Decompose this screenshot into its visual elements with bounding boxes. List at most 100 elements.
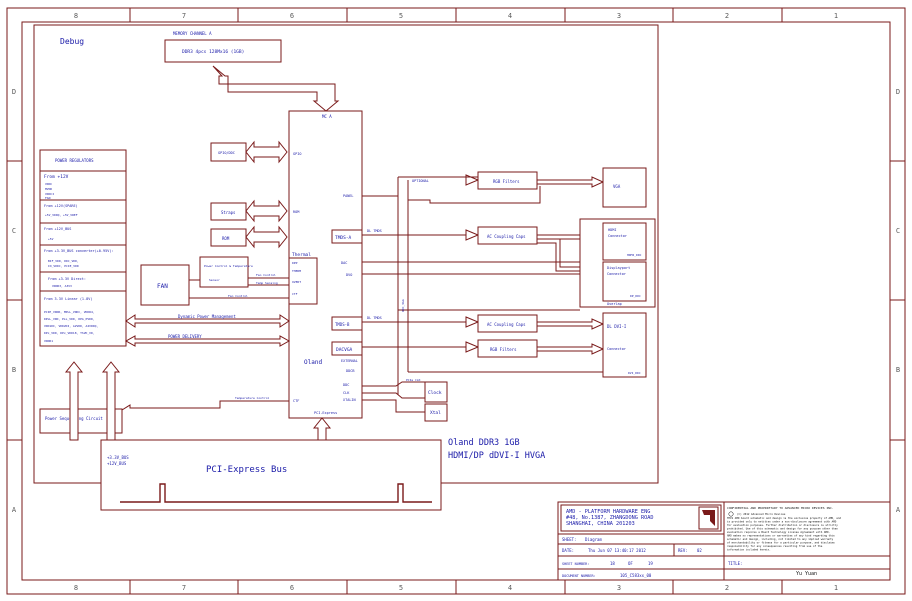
displayport-sub-label: Connector <box>607 272 626 276</box>
sheet-total-value: 19 <box>648 561 653 566</box>
thermal-pin-dpp: DPP <box>292 261 298 265</box>
dynamic-pm-arrow <box>125 314 290 328</box>
board-name: Oland DDR3 1GB <box>448 438 520 448</box>
gpu-pin-dvo: DVO <box>346 273 352 277</box>
thermal-pin-ctf: CTF <box>292 292 298 296</box>
col-label-4-bottom: 4 <box>508 584 512 592</box>
gpu-pin-clk: CLK <box>343 391 350 395</box>
memory-box-label: DDR3 4pcs 128Mx16 (1GB) <box>182 49 244 55</box>
pcie-rail-2: +12V_BUS <box>107 461 127 466</box>
confidential-notice: CONFIDENTIAL AND PROPRIETARY TO ADVANCED… <box>727 506 841 552</box>
sensor-sub-label: Sensor <box>209 278 220 282</box>
confidential-line-7: evaluation requires a Board Technology L… <box>727 530 830 534</box>
tmds-a-arrowhead <box>465 229 480 241</box>
row-label-b: B <box>12 366 16 374</box>
thermal-pin-therm: THERM <box>292 269 301 273</box>
displayport-label: Displayport <box>607 266 630 270</box>
col-label-8: 8 <box>74 12 78 20</box>
power-delivery-arrow <box>124 335 291 347</box>
vga-arrow <box>536 176 605 188</box>
rgb-filters-2-label: RGB Filters <box>490 347 517 352</box>
gpio-ddc-label: GPIO/DDC <box>218 151 235 155</box>
col-label-7: 7 <box>182 12 186 20</box>
col-label-6-bottom: 6 <box>290 584 294 592</box>
power-group-3-item-1: +5V <box>48 237 54 241</box>
dynamic-pm-label: Dynamic Power Management <box>178 314 236 319</box>
sensor-block <box>199 256 249 288</box>
hdmi-ddc-label: HDMI_DDC <box>627 253 642 257</box>
tmds-a-label: TMDS-A <box>335 235 352 241</box>
pcie-rail-1: +3.3V_BUS <box>107 455 129 460</box>
company-line-3: SHANGHAI, CHINA 201203 <box>566 521 635 527</box>
dacvga-arrowhead <box>465 341 480 353</box>
memory-bus-arrow <box>212 65 340 112</box>
confidential-line-11: responsibility for any consequences resu… <box>727 544 823 548</box>
row-label-d-right: D <box>896 88 900 96</box>
fan-label: FAN <box>157 283 168 290</box>
gpu-top-pin: MC A <box>322 114 332 119</box>
pcie-edge-connector <box>120 483 432 503</box>
power-group-1-item-2: MVDD <box>45 187 52 191</box>
clock-line-1 <box>362 381 425 387</box>
fan-pwm-label: Fan Control <box>228 294 248 298</box>
pcie-to-power-arrow-1 <box>64 361 84 441</box>
rev-label: REV: <box>678 548 688 553</box>
rom-bus-arrow <box>245 225 288 249</box>
col-label-3: 3 <box>617 12 621 20</box>
memory-channel-label: MEMORY CHANNEL A <box>173 31 212 36</box>
row-ruler <box>7 160 905 441</box>
dvi-connector-block <box>602 312 647 378</box>
power-title: POWER REGULATORS <box>55 158 94 163</box>
dacvga-label: DACVGA <box>336 347 353 353</box>
title-label: TITLE: <box>728 561 742 566</box>
company-line-2: #48, No.1387, ZHANGDONG ROAD <box>566 515 653 521</box>
tmds-b-block <box>331 316 363 331</box>
thermal-pin-overt: OVERT <box>292 280 301 284</box>
col-label-2: 2 <box>725 12 729 20</box>
gpu-name: Oland <box>304 359 322 366</box>
sheet-of-label: OF <box>628 561 633 566</box>
straps-label: Straps <box>221 210 236 215</box>
row-label-a: A <box>12 506 17 514</box>
displayport-connector-block <box>602 261 647 302</box>
clock-signal-label: PCIe CLK <box>406 378 421 382</box>
fan-ctrl-label: Fan Control <box>256 273 276 277</box>
confidential-line-9: schematic and design, including, not lim… <box>727 537 834 541</box>
date-label: DATE: <box>562 548 574 553</box>
power-group-4-head: From +3.3V_BUS converter(+0.95V): <box>44 249 114 253</box>
power-group-4-item-1: BIF_VDD, DDC_VDD, <box>48 259 79 263</box>
row-label-d: D <box>12 88 16 96</box>
pcie-bus-block <box>100 439 442 511</box>
power-group-6-head: From 3.3V Linear (1.8V) <box>44 297 92 301</box>
temp-sense-label: Temp Sensing <box>256 281 278 285</box>
col-label-5-bottom: 5 <box>399 584 403 592</box>
rev-value: 02 <box>697 548 702 553</box>
gpu-pin-xtalin: XTALIN <box>343 398 356 402</box>
copyright-icon <box>728 511 734 517</box>
optional-arrowhead <box>465 174 480 186</box>
gpio-bus-arrow <box>245 140 288 164</box>
dp-ddc-label: DP_DDC <box>630 294 641 298</box>
col-label-4: 4 <box>508 12 512 20</box>
company-line-1: AMD - PLATFORM HARDWARE ENG <box>566 509 650 515</box>
confidential-line-2: (C) 2012 Advanced Micro Devices <box>737 512 786 516</box>
sheet-number-value: 18 <box>610 561 615 566</box>
vga-label: VGA <box>613 184 621 189</box>
gpu-pin-rom: ROM <box>293 210 299 214</box>
row-label-b-right: B <box>896 366 900 374</box>
ac-caps-2-label: AC Coupling Caps <box>487 322 526 327</box>
sheet-value: Diagram <box>585 537 602 542</box>
sheet-label: SHEET: <box>562 537 576 542</box>
pcie-to-power-arrow-2 <box>101 361 121 441</box>
gpu-pin-dac: DAC <box>341 261 347 265</box>
pcie-to-gpu-arrow <box>312 417 332 441</box>
row-label-c: C <box>12 227 16 235</box>
sensor-label: Power Control & Temperature <box>204 264 253 268</box>
vga-ddc-line <box>408 186 541 204</box>
col-label-3-bottom: 3 <box>617 584 621 592</box>
confidential-line-5: for evaluation purposes. Further distrib… <box>727 523 838 527</box>
power-group-3-head: From +12V_BUS <box>44 227 71 231</box>
col-label-2-bottom: 2 <box>725 584 729 592</box>
power-group-1-item-3: VDDCI <box>45 192 54 196</box>
power-group-1-item-4: FAN <box>45 196 51 200</box>
